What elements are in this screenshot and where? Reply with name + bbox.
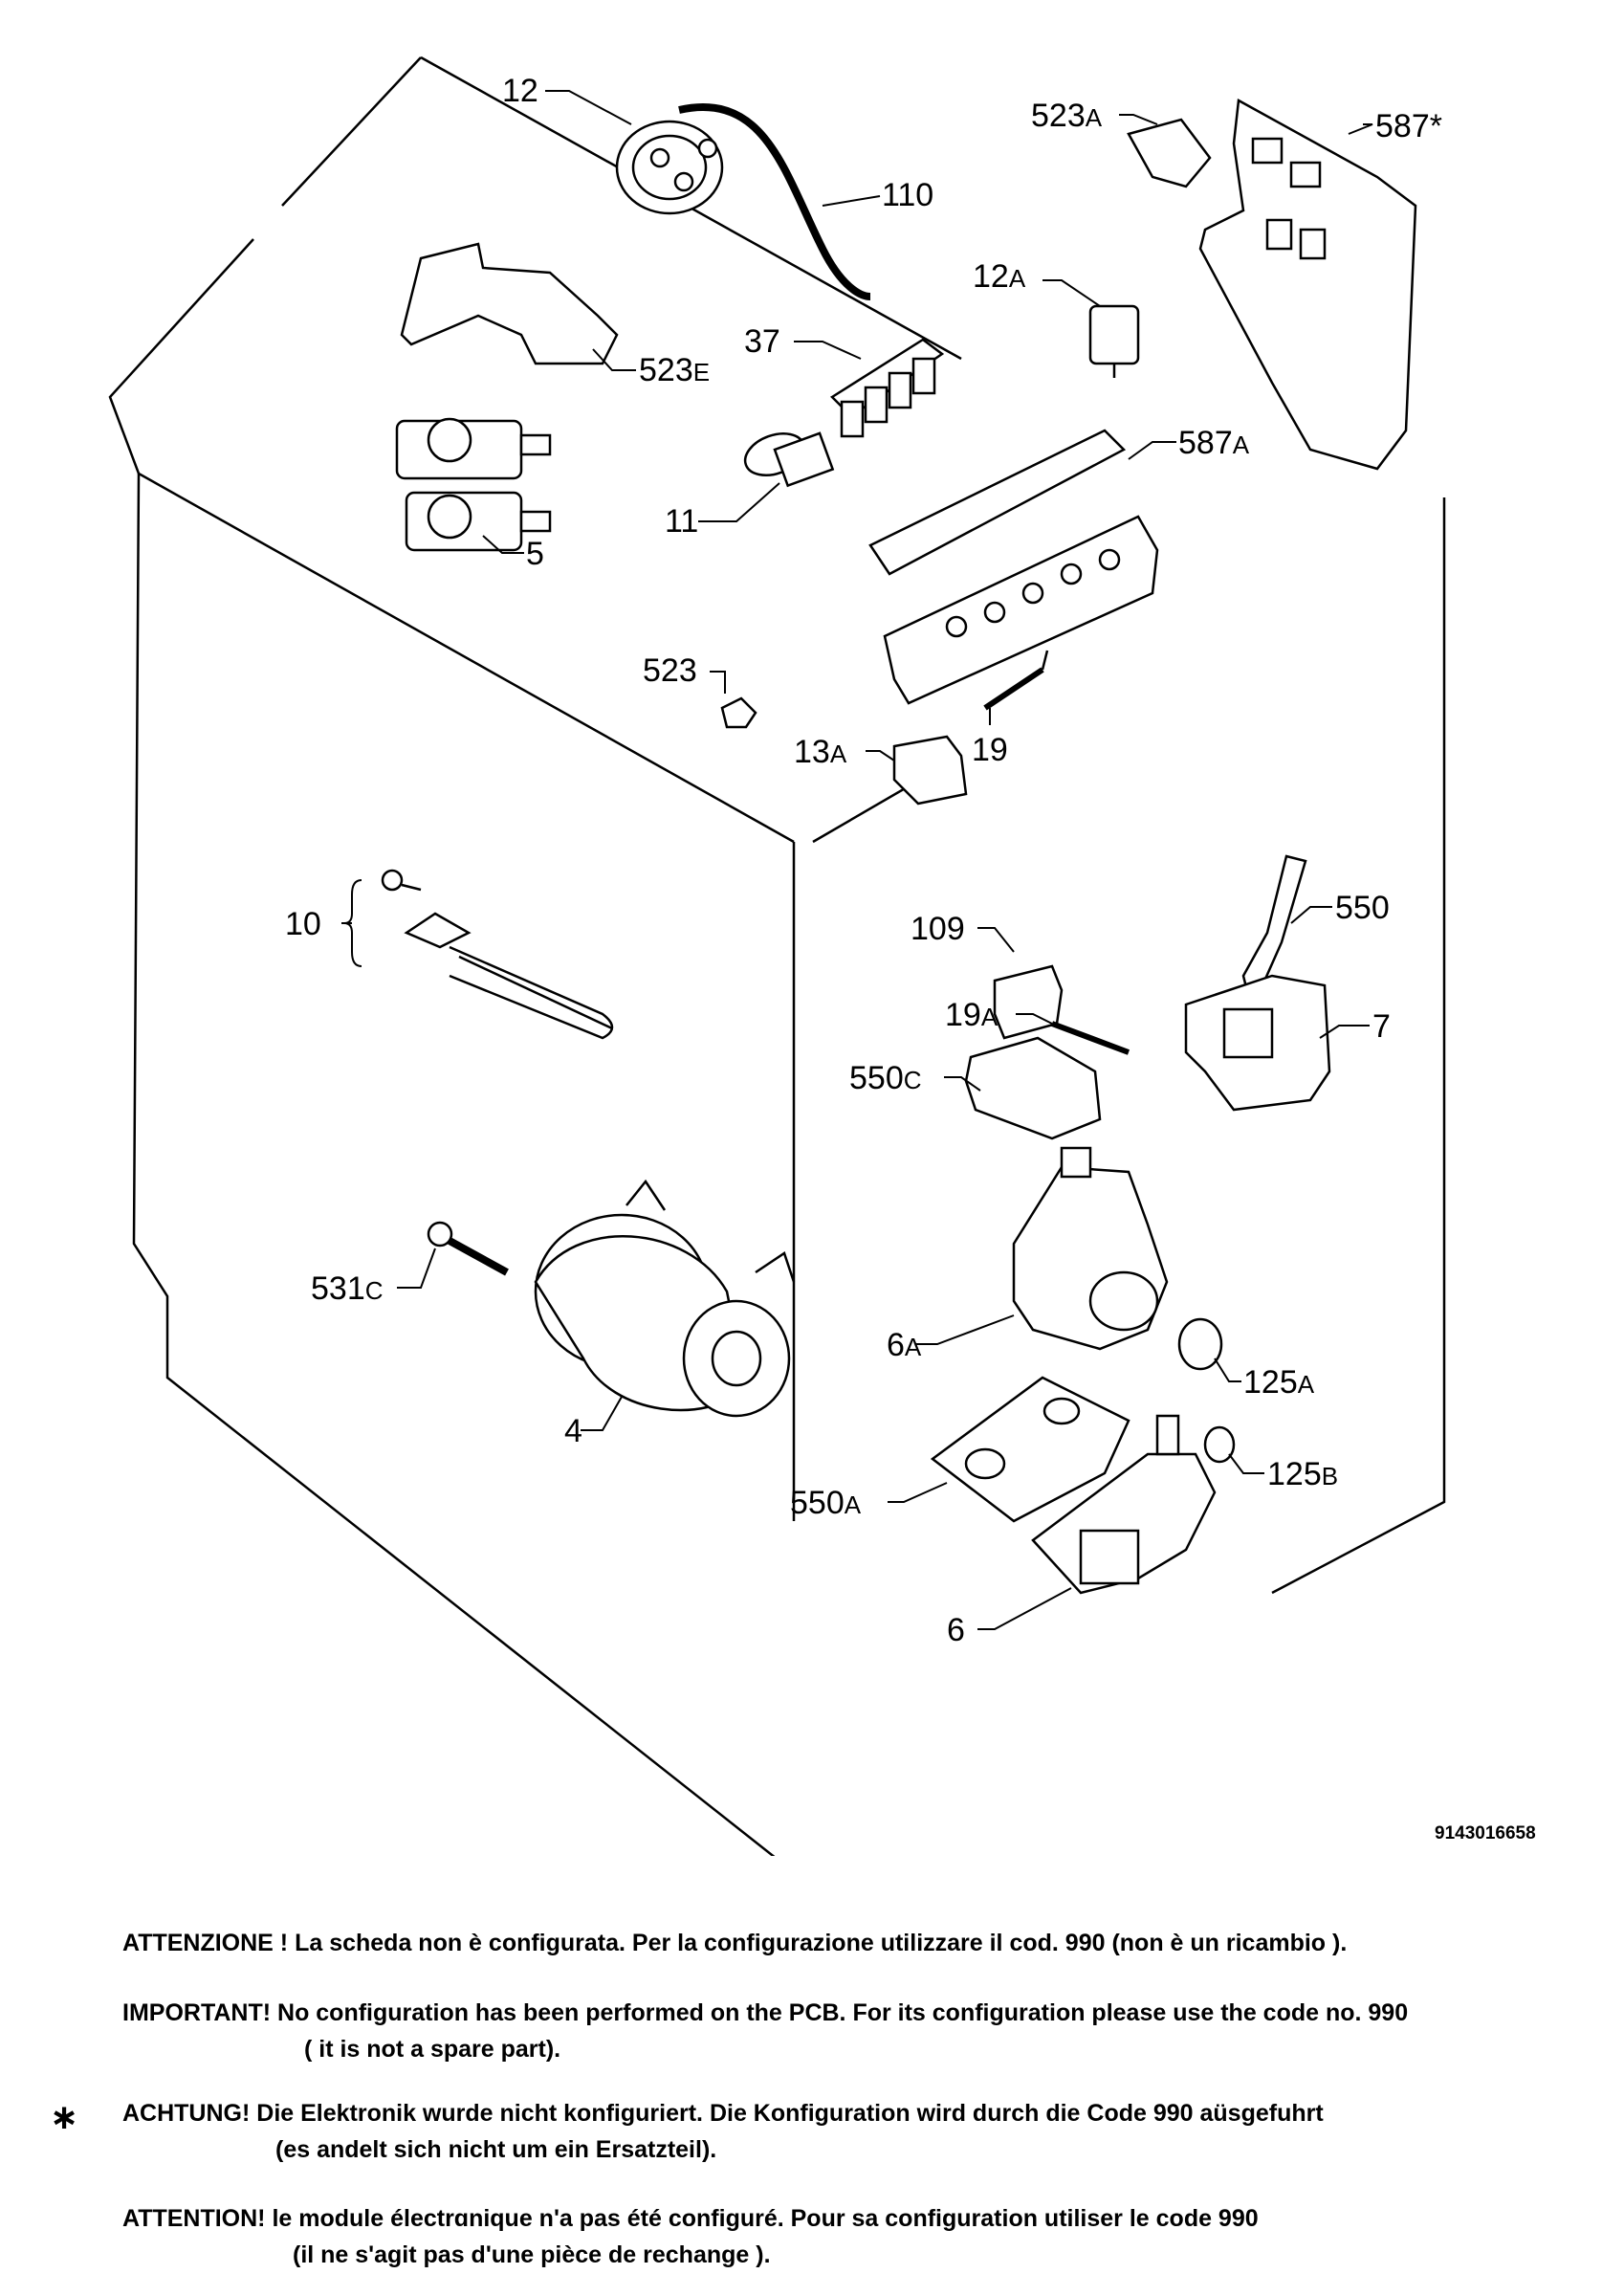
- callout-550: 550: [1335, 890, 1390, 926]
- callout-109: 109: [911, 911, 965, 947]
- cover-550c-shape: [964, 1036, 1102, 1140]
- callout-6: 6: [947, 1612, 965, 1648]
- part-labels: 12 110 523A 587* 12A 523E 37 587A 11 5 5…: [285, 73, 1442, 1648]
- note-german: ACHTUNG! Die Elektronik wurde nicht konf…: [122, 2095, 1324, 2168]
- exploded-parts-diagram: 12 110 523A 587* 12A 523E 37 587A 11 5 5…: [108, 55, 1446, 1856]
- cabinet-outline: [108, 55, 1446, 1856]
- callout-5: 5: [526, 536, 544, 572]
- callout-13a: 13A: [794, 734, 847, 770]
- callout-550c: 550C: [849, 1060, 922, 1096]
- heating-element-shape: [381, 869, 614, 1040]
- seal-125a-shape: [1177, 1317, 1223, 1371]
- callout-110: 110: [882, 177, 933, 213]
- capacitor-shape: [743, 431, 835, 488]
- lamp-holder-shape: [1127, 118, 1212, 188]
- callout-550a: 550A: [790, 1485, 862, 1521]
- callout-125a: 125A: [1243, 1364, 1315, 1401]
- callout-11: 11: [665, 503, 698, 540]
- cover-109-shape: [993, 964, 1064, 1040]
- callout-12a: 12A: [973, 258, 1026, 295]
- callout-587-star: 587*: [1375, 108, 1442, 144]
- clip-523-shape: [720, 696, 757, 729]
- callout-10: 10: [285, 906, 321, 942]
- connector-13a-shape: [892, 735, 968, 806]
- terminal-block-shape: [830, 338, 945, 438]
- callout-7: 7: [1372, 1008, 1391, 1045]
- screw-531c-shape: [427, 1221, 509, 1276]
- callout-37: 37: [744, 323, 780, 360]
- callout-531c: 531C: [311, 1270, 384, 1307]
- callout-125b: 125B: [1267, 1456, 1338, 1492]
- motor-shape: [534, 1179, 796, 1418]
- note-english-line2: ( it is not a spare part).: [304, 2036, 561, 2063]
- sensor-19a-shape: [1050, 1021, 1130, 1055]
- callout-523: 523: [643, 652, 697, 689]
- callout-19a: 19A: [945, 997, 999, 1033]
- note-french: ATTENTION! le module électrɑnique n'a pa…: [122, 2200, 1259, 2273]
- note-english-line1: IMPORTANT! No configuration has been per…: [122, 1999, 1409, 2026]
- leader-lines: [341, 90, 1373, 1630]
- pressure-sensor-shape: [1088, 304, 1140, 378]
- note-english: IMPORTANT! No configuration has been per…: [122, 1995, 1408, 2067]
- seal-125b-shape: [1203, 1425, 1236, 1464]
- asterisk-marker: ∗: [50, 2097, 79, 2136]
- callout-4: 4: [564, 1413, 582, 1449]
- callout-19: 19: [972, 732, 1008, 768]
- callout-587a: 587A: [1178, 425, 1250, 461]
- callout-523a: 523A: [1031, 98, 1103, 134]
- note-italian: ATTENZIONE ! La scheda non è configurata…: [122, 1925, 1347, 1961]
- pressure-switch-shape: [615, 120, 724, 215]
- pump-housing-shape: [1012, 1146, 1169, 1351]
- note-german-line2: (es andelt sich nicht um ein Ersatzteil)…: [275, 2136, 717, 2163]
- note-german-line1: ACHTUNG! Die Elektronik wurde nicht konf…: [122, 2100, 1324, 2127]
- control-panel-shape: [868, 429, 1159, 705]
- drawing-id: 9143016658: [1435, 1823, 1536, 1843]
- door-lock-shape: [1184, 854, 1331, 1112]
- drain-pump-shape: [1031, 1414, 1217, 1595]
- cover-550a-shape: [930, 1376, 1130, 1523]
- electronic-module-shape: [1198, 99, 1417, 471]
- hose-shape: [678, 103, 871, 300]
- note-italian-line1: ATTENZIONE ! La scheda non è configurata…: [122, 1930, 1348, 1956]
- callout-6a: 6A: [887, 1327, 922, 1363]
- bracket-523e-shape: [400, 242, 619, 365]
- note-french-line2: (il ne s'agit pas d'une pièce de rechang…: [293, 2241, 771, 2268]
- sensor-19-shape: [983, 650, 1049, 711]
- part-shapes: [381, 99, 1417, 1595]
- callout-12: 12: [502, 73, 538, 109]
- inlet-valve-shape: [395, 417, 552, 552]
- note-french-line1: ATTENTION! le module électrɑnique n'a pa…: [122, 2205, 1259, 2232]
- callout-523e: 523E: [639, 352, 710, 388]
